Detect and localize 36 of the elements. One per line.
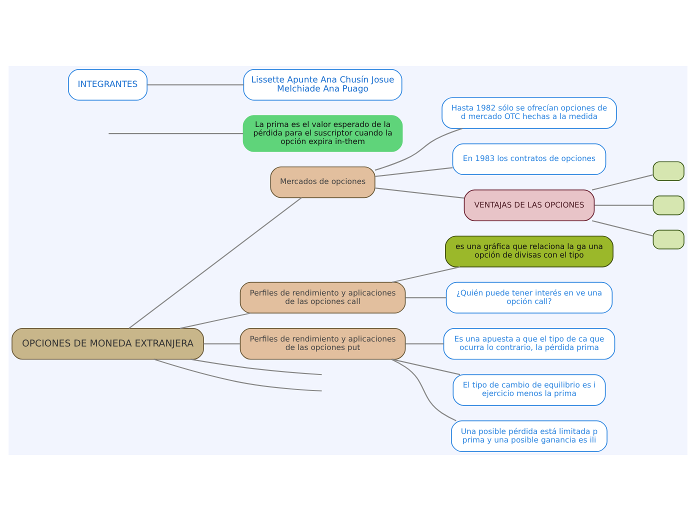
node-box: Mercados de opciones bbox=[270, 166, 376, 198]
connector bbox=[374, 127, 463, 170]
connector bbox=[190, 358, 322, 375]
node-box: VENTAJAS DE LAS OPCIONES bbox=[464, 189, 595, 221]
connector bbox=[374, 166, 453, 177]
connector bbox=[374, 187, 464, 198]
node-box: El tipo de cambio de equilibrio es i ejercicio menos la prima bbox=[452, 374, 606, 406]
connector bbox=[592, 220, 654, 236]
node-box bbox=[652, 160, 684, 180]
node-box: Perfiles de rendimiento y aplicaciones de las opciones call bbox=[240, 281, 406, 313]
node-box: INTEGRANTES bbox=[68, 68, 148, 100]
node-box: Una posible pérdida está limitada p prima y una posible ganancia es ili bbox=[451, 420, 608, 452]
node-box: ¿Quién puede tener interés en ve una opción call? bbox=[446, 281, 613, 313]
connector bbox=[592, 174, 654, 190]
node-box: En 1983 los contratos de opciones bbox=[452, 142, 606, 174]
connector bbox=[392, 266, 460, 282]
connector bbox=[128, 196, 302, 328]
connector bbox=[108, 132, 244, 134]
connector bbox=[180, 312, 251, 328]
node-box bbox=[652, 229, 684, 249]
node-box: Lissette Apunte Ana Chusín Josue Melchiade Ana Puago bbox=[243, 68, 402, 100]
node-box: OPCIONES DE MONEDA EXTRANJERA bbox=[12, 328, 204, 360]
connector bbox=[392, 358, 460, 375]
connector bbox=[405, 296, 446, 298]
node-box bbox=[652, 195, 684, 215]
connector bbox=[154, 358, 322, 391]
connector bbox=[391, 358, 456, 421]
connector bbox=[405, 342, 444, 344]
node-box: Hasta 1982 sólo se ofrecían opciones de d mercado OTC hechas a la medida bbox=[442, 96, 617, 128]
connector bbox=[204, 342, 240, 344]
node-box: Perfiles de rendimiento y aplicaciones de las opciones put bbox=[240, 328, 406, 360]
connector bbox=[147, 84, 244, 85]
node-box: La prima es el valor esperado de la pérdida para el suscriptor cuando la opción expira in-them bbox=[242, 114, 403, 152]
node-box: es una gráfica que relaciona la ga una opción de divisas con el tipo bbox=[445, 235, 614, 267]
connector bbox=[594, 204, 654, 206]
node-box: Es una apuesta a que el tipo de ca que ocurra lo contrario, la pérdida prima bbox=[443, 328, 616, 360]
